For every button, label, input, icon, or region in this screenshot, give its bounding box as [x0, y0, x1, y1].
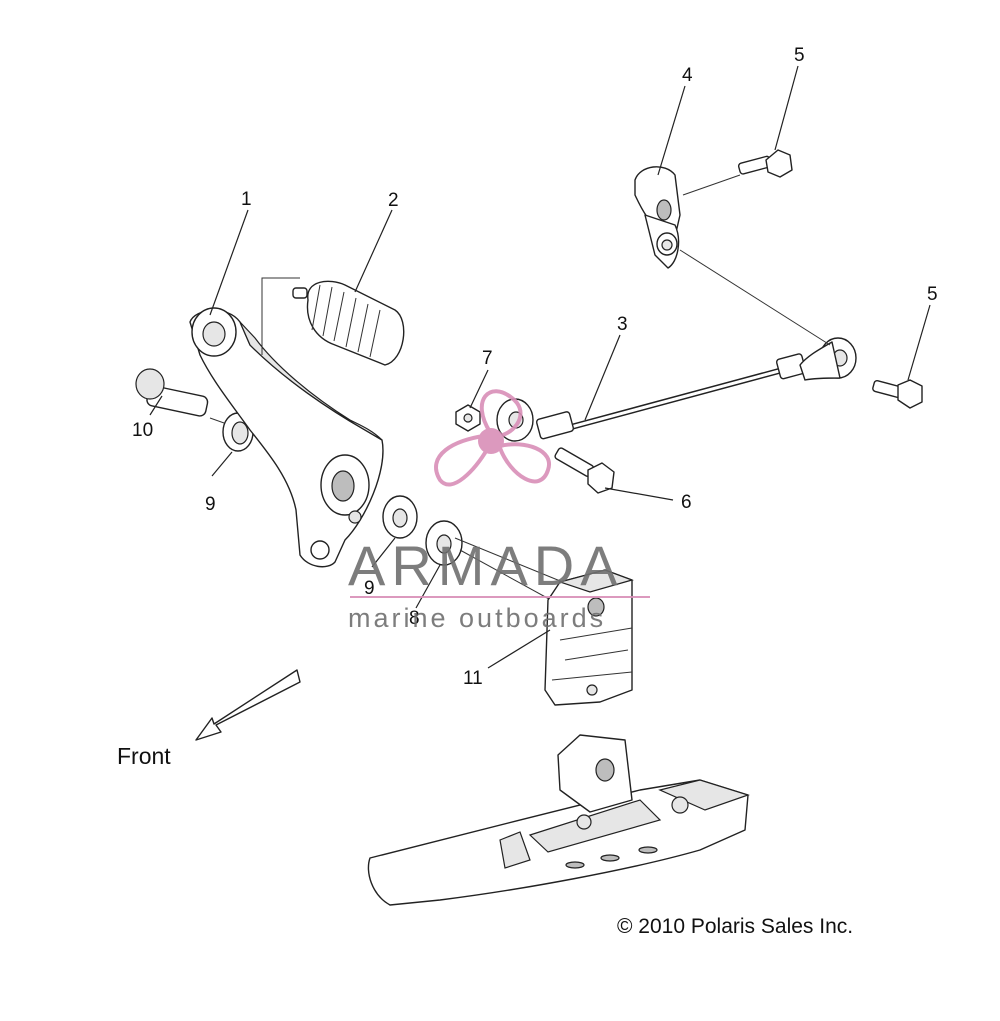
- callout-numbers: 1 2 3 4 5 5 6 7 8 9 9 10 11: [132, 45, 938, 689]
- part-11-mount-block: [544, 569, 634, 706]
- propeller-blade-top: [479, 389, 523, 439]
- propeller-blade-left: [434, 433, 491, 487]
- leader-lines: [149, 65, 931, 669]
- propeller-logo: [434, 389, 551, 487]
- part-2-foot-peg: [292, 280, 405, 366]
- part-7-nut: [455, 404, 481, 432]
- callout-2: 2: [388, 190, 399, 211]
- part-5-bolt-right: [872, 379, 923, 409]
- part-8-washer: [425, 520, 571, 606]
- copyright-notice: © 2010 Polaris Sales Inc.: [617, 915, 853, 938]
- callout-4: 4: [682, 65, 693, 86]
- part-3-shift-rod: [496, 337, 857, 442]
- part-9-washer-center: [382, 495, 418, 539]
- propeller-blade-right: [498, 442, 551, 484]
- callout-1: 1: [241, 189, 252, 210]
- callout-9-center: 9: [364, 578, 375, 599]
- callout-11: 11: [463, 668, 483, 689]
- part-5-bolt-upper: [737, 149, 793, 178]
- callout-5-right: 5: [927, 284, 938, 305]
- part-4-shift-arm: [634, 166, 831, 346]
- callout-6: 6: [681, 492, 692, 513]
- propeller-hub: [478, 428, 504, 454]
- lever-peg-bracket: [261, 277, 300, 355]
- watermark: ARMADA marine outboards: [348, 389, 650, 633]
- callout-8: 8: [409, 608, 420, 629]
- part-6-bolt: [554, 447, 615, 494]
- watermark-subtitle: marine outboards: [348, 603, 606, 633]
- callout-7: 7: [482, 348, 493, 369]
- footrest-bracket: [367, 734, 750, 906]
- front-label: Front: [117, 743, 171, 769]
- front-arrow: [195, 669, 301, 741]
- part-1-shift-lever: [189, 307, 384, 568]
- callout-3: 3: [617, 314, 628, 335]
- callout-10: 10: [132, 420, 153, 441]
- callout-5-upper: 5: [794, 45, 805, 66]
- callout-9-left: 9: [205, 494, 216, 515]
- watermark-title: ARMADA: [348, 534, 624, 597]
